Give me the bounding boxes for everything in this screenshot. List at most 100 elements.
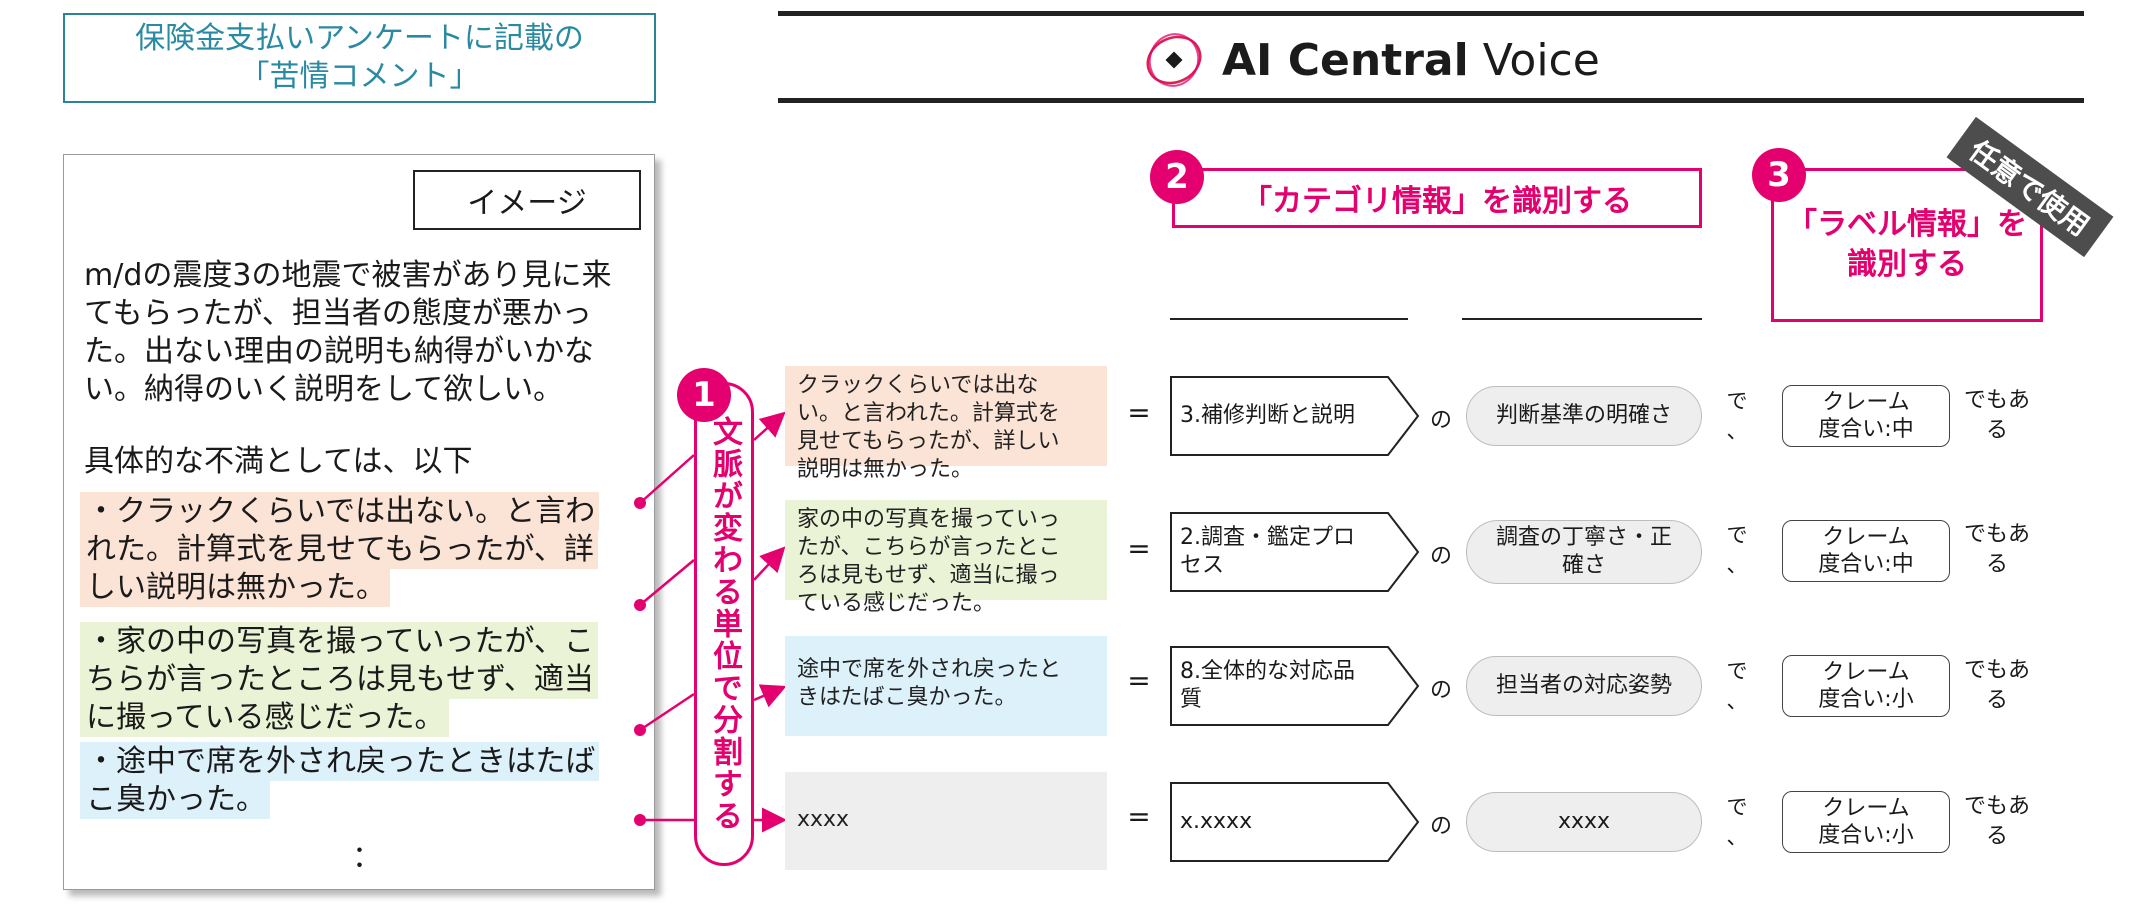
- paragraph-line: m/dの震度3の地震で被害があり見に来: [84, 258, 612, 293]
- item-line: に撮っている感じだった。: [80, 698, 449, 737]
- paragraph-line: た。出ない理由の説明も納得がいかな: [84, 334, 594, 369]
- particle-de: で、: [1722, 386, 1752, 446]
- particle-de: で、: [1722, 520, 1752, 580]
- segment-line: 家の中の写真を撮っていっ: [797, 507, 1060, 532]
- equals-sign: =: [1127, 800, 1151, 833]
- label-line: 度合い:小: [1818, 687, 1914, 712]
- label-line: 度合い:小: [1818, 823, 1914, 848]
- category-4: x.xxxx: [1170, 782, 1385, 862]
- step2-number-badge: 2: [1150, 150, 1204, 204]
- label-line: 度合い:中: [1818, 417, 1914, 442]
- segment-4: xxxx: [785, 772, 1107, 870]
- title-line-2: 「苦情コメント」: [239, 59, 480, 94]
- label-line: クレーム: [1822, 796, 1910, 821]
- demo-line: る: [1986, 688, 2009, 713]
- step3-line-1: 「ラベル情報」を: [1787, 207, 2027, 242]
- demo-line: でもあ: [1964, 522, 2031, 547]
- category-underline: [1170, 318, 1408, 320]
- label-line: 度合い:中: [1818, 552, 1914, 577]
- segment-line: 途中で席を外され戻ったと: [797, 657, 1062, 682]
- demo-line: でもあ: [1964, 794, 2031, 819]
- category-line: セス: [1180, 553, 1225, 578]
- complaint-item-2: ・家の中の写真を撮っていったが、こ ちらが言ったところは見もせず、適当 に撮って…: [80, 622, 626, 737]
- equals-sign: =: [1127, 532, 1151, 565]
- demo-line: る: [1986, 552, 2009, 577]
- connector-out-2: [753, 546, 786, 581]
- complaint-paragraph: m/dの震度3の地震で被害があり見に来 てもらったが、担当者の態度が悪かっ た。…: [84, 257, 629, 409]
- item-line: ・家の中の写真を撮っていったが、こ: [80, 622, 598, 661]
- segment-line: 見せてもらったが、詳しい: [797, 429, 1060, 454]
- step3-number-badge: 3: [1752, 148, 1806, 202]
- particle-no: の: [1429, 678, 1452, 703]
- title-line-1: 保険金支払いアンケートに記載の: [135, 21, 584, 56]
- header-top-rule: [778, 11, 2084, 16]
- segment-3: 途中で席を外され戻ったと きはたばこ臭かった。: [785, 636, 1107, 736]
- de-comma: 、: [1726, 825, 1748, 849]
- category-line: 3.補修判断と説明: [1180, 403, 1355, 428]
- item-line: ・途中で席を外され戻ったときはたば: [80, 742, 600, 781]
- demo-aru: でもある: [1964, 792, 2030, 852]
- segment-line: たが、こちらが言ったとこ: [797, 535, 1061, 560]
- item-line: ちらが言ったところは見もせず、適当: [80, 660, 598, 699]
- segment-line: きはたばこ臭かった。: [797, 685, 1017, 710]
- segment-line: クラックくらいでは出な: [797, 373, 1039, 398]
- demo-aru: でもある: [1964, 656, 2030, 716]
- equals-sign: =: [1127, 664, 1151, 697]
- item-line: しい説明は無かった。: [80, 568, 390, 607]
- complaint-item-3: ・途中で席を外され戻ったときはたば こ臭かった。: [80, 742, 626, 819]
- de-char: で: [1726, 523, 1748, 547]
- category-2: 2.調査・鑑定プロセス: [1170, 512, 1385, 592]
- complaint-item-1: ・クラックくらいでは出ない。と言わ れた。計算式を見せてもらったが、詳 しい説明…: [80, 492, 626, 607]
- brand-name-light: Voice: [1482, 34, 1600, 86]
- category-line: 8.全体的な対応品: [1180, 659, 1355, 684]
- category-line: x.xxxx: [1180, 809, 1253, 834]
- image-label: イメージ: [413, 170, 641, 230]
- label-3: クレーム度合い:小: [1782, 655, 1950, 717]
- particle-de: で、: [1722, 656, 1752, 716]
- category-line: 質: [1180, 687, 1203, 712]
- step3-label-box: 「ラベル情報」を 識別する: [1771, 168, 2043, 322]
- particle-no: の: [1429, 814, 1452, 839]
- subcategory-4: xxxx: [1466, 792, 1702, 852]
- paragraph-line: い。納得のいく説明をして欲しい。: [84, 372, 564, 407]
- particle-no: の: [1429, 408, 1452, 433]
- demo-line: る: [1986, 418, 2009, 443]
- category-line: 2.調査・鑑定プロ: [1180, 525, 1355, 550]
- category-arrow-shape: [1170, 782, 1420, 862]
- label-line: クレーム: [1822, 390, 1910, 415]
- brand-logo-icon: [1146, 33, 1202, 87]
- category-1: 3.補修判断と説明: [1170, 376, 1385, 456]
- subcategory-2: 調査の丁寧さ・正確さ: [1466, 520, 1702, 584]
- segment-line: 説明は無かった。: [797, 457, 974, 482]
- demo-line: でもあ: [1964, 658, 2031, 683]
- item-line: ・クラックくらいでは出ない。と言わ: [80, 492, 600, 531]
- segment-2: 家の中の写真を撮っていっ たが、こちらが言ったとこ ろは見もせず、適当に撮っ て…: [785, 500, 1107, 616]
- subcategory-1: 判断基準の明確さ: [1466, 386, 1702, 446]
- step2-category-box: 「カテゴリ情報」を識別する: [1172, 168, 1702, 228]
- header-bottom-rule: [778, 98, 2084, 103]
- subcategory-line: xxxx: [1557, 809, 1611, 834]
- label-1: クレーム度合い:中: [1782, 385, 1950, 447]
- demo-line: でもあ: [1964, 388, 2031, 413]
- de-comma: 、: [1726, 553, 1748, 577]
- segment-line: xxxx: [797, 807, 850, 832]
- category-3: 8.全体的な対応品質: [1170, 646, 1385, 726]
- step3-line-2: 識別する: [1847, 247, 1967, 282]
- item-line: れた。計算式を見せてもらったが、詳: [80, 530, 598, 569]
- brand-logo: AI Central Voice: [1140, 28, 1600, 92]
- label-2: クレーム度合い:中: [1782, 520, 1950, 582]
- segment-line: い。と言われた。計算式を: [797, 401, 1060, 426]
- category-lines: 8.全体的な対応品質: [1180, 658, 1355, 714]
- segment-line: ろは見もせず、適当に撮っ: [797, 563, 1060, 588]
- step1-number-badge: 1: [677, 368, 731, 422]
- de-char: で: [1726, 659, 1748, 683]
- subcategory-line: 確さ: [1561, 553, 1606, 578]
- label-line: クレーム: [1822, 525, 1910, 550]
- paragraph-line: てもらったが、担当者の態度が悪かっ: [84, 296, 592, 331]
- label-4: クレーム度合い:小: [1782, 791, 1950, 853]
- de-comma: 、: [1726, 689, 1748, 713]
- brand-name: AI Central Voice: [1222, 35, 1600, 86]
- subcategory-line: 調査の丁寧さ・正: [1495, 525, 1672, 550]
- demo-aru: でもある: [1964, 520, 2030, 580]
- continuation-mark: ：: [352, 840, 382, 875]
